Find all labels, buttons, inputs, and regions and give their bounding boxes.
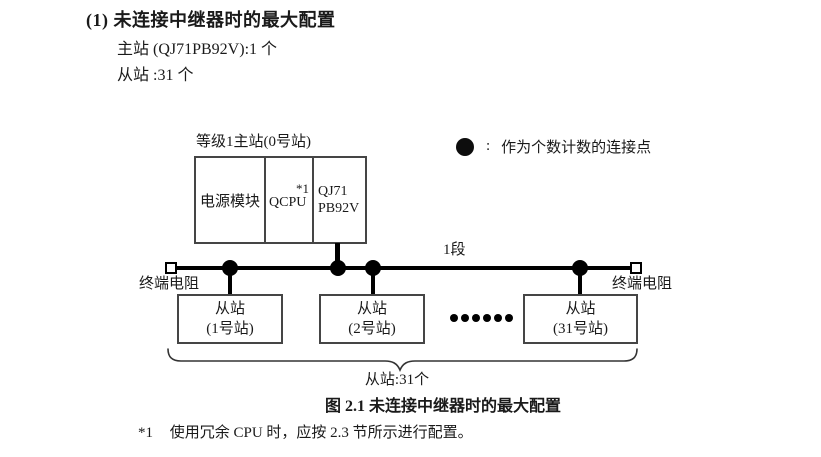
ellipsis-dot-icon [450,314,458,322]
slave-station-no: (1号站) [206,321,254,337]
slave1-connector-line [228,268,232,295]
slave31-connector-line [578,268,582,295]
qcpu-label: QCPU [269,195,307,210]
qcpu-cell: *1 QCPU [266,158,314,242]
footnote-text: 使用冗余 CPU 时，应按 2.3 节所示进行配置。 [169,425,473,441]
page-title: (1) 未连接中继器时的最大配置 [86,10,336,30]
footnote-marker: *1 [138,425,153,441]
terminator-label-left: 终端电阻 [139,276,200,292]
master-count-line: 主站 (QJ71PB92V):1 个 [117,41,278,58]
ellipsis-dot-icon [461,314,469,322]
connection-point-icon [572,260,588,276]
brace-label: 从站:31个 [364,372,430,388]
ellipsis-dot-icon [494,314,502,322]
slave-name: 从站 [214,301,245,317]
ellipsis-dot-icon [505,314,513,322]
terminator-square-right-icon [630,262,642,274]
slave2-connector-line [371,268,375,295]
slave-station-box-31: 从站 (31号站) [523,294,638,344]
connection-point-icon [330,260,346,276]
slave-name: 从站 [565,301,596,317]
slave-name: 从站 [356,301,387,317]
counted-connection-point-icon [456,137,474,156]
pb92v-label-line1: QJ71 [318,184,348,199]
legend: : 作为个数计数的连接点 [456,136,651,157]
master-station-box: 电源模块 *1 QCPU QJ71 PB92V [194,156,367,244]
figure-caption: 图 2.1 未连接中继器时的最大配置 [324,398,561,415]
power-module-label: 电源模块 [199,193,260,210]
qcpu-footnote-ref: *1 [296,181,309,196]
slave-station-box-2: 从站 (2号站) [319,294,425,344]
slave-station-box-1: 从站 (1号站) [177,294,283,344]
slave-station-no: (31号站) [553,321,608,337]
segment-label: 1段 [443,242,466,258]
terminator-square-left-icon [165,262,177,274]
connection-point-icon [365,260,381,276]
slave-count-line: 从站 :31 个 [117,67,194,84]
ellipsis-dot-icon [472,314,480,322]
master-drop-line [335,243,340,270]
power-module-cell: 电源模块 [196,158,266,242]
connection-point-icon [222,260,238,276]
ellipsis-dots [450,314,513,322]
pb92v-cell: QJ71 PB92V [314,158,365,242]
ellipsis-dot-icon [483,314,491,322]
legend-separator: : [486,138,491,154]
footnote: *1 使用冗余 CPU 时，应按 2.3 节所示进行配置。 [138,425,473,442]
pb92v-label-line2: PB92V [318,201,360,216]
terminator-label-right: 终端电阻 [612,276,673,292]
master-station-label: 等级1主站(0号站) [196,134,311,150]
legend-text: 作为个数计数的连接点 [501,140,652,156]
slave-station-no: (2号站) [348,321,396,337]
bus-line [176,266,634,270]
